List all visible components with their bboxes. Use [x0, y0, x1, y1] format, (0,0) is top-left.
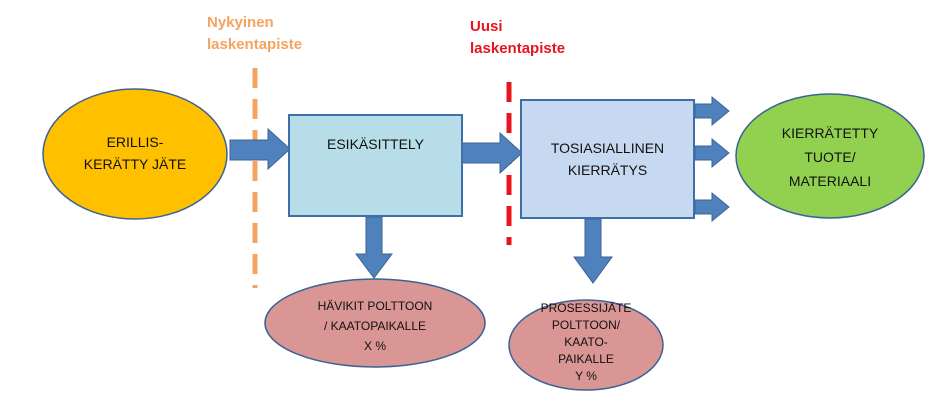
- process-waste-ellipse: [508, 299, 664, 391]
- arrow-recycling-to-product-top: [694, 95, 730, 127]
- preprocessing-box: [288, 114, 463, 217]
- arrow-preprocessing-to-losses: [355, 216, 393, 279]
- arrow-source-to-preprocessing: [229, 127, 291, 171]
- arrow-recycling-to-product-bottom: [694, 191, 730, 223]
- arrow-recycling-to-process-waste: [573, 218, 613, 284]
- process-waste-label: PROSESSIJÄTE POLTTOON/ KAATO- PAIKALLE Y…: [540, 300, 632, 383]
- preprocessing-label: ESIKÄSITTELY: [327, 136, 424, 152]
- recycling-label: TOSIASIALLINEN KIERRÄTYS: [550, 140, 665, 178]
- source-label: ERILLIS- KERÄTTY JÄTE: [83, 134, 187, 172]
- current-measurement-label: Nykyinen laskentapiste: [207, 14, 303, 53]
- losses-label: HÄVIKIT POLTTOON / KAATOPAIKALLE X %: [317, 299, 433, 353]
- losses-ellipse: [264, 278, 486, 368]
- product-ellipse: [735, 93, 925, 219]
- source-ellipse: [42, 88, 228, 220]
- product-label: KIERRÄTETTY TUOTE/ MATERIAALI: [781, 125, 879, 189]
- recycling-box: [520, 99, 695, 219]
- arrow-preprocessing-to-recycling: [461, 131, 523, 175]
- arrow-recycling-to-product-middle: [694, 137, 730, 169]
- new-measurement-label: Uusi laskentapiste: [470, 18, 566, 57]
